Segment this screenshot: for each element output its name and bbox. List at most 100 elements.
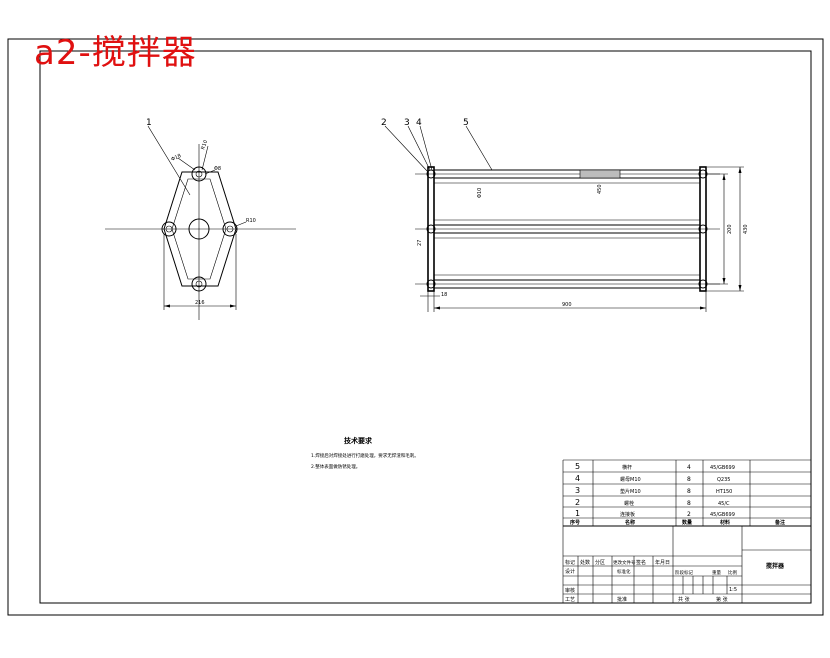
bolt-hole-top-inner [195,170,203,178]
bolt-hole-bottom [191,276,207,292]
leader-5 [465,125,493,171]
leader-1 [147,125,191,196]
bom-mat-1: 45/GB699 [710,512,735,518]
bom-qty-3: 8 [687,488,691,495]
bom-mat-3: HT150 [716,489,732,495]
bolt-hole-left-inner [165,225,173,233]
rod-top [433,169,701,179]
bom-row-5: 5 横杆 4 45/GB699 [575,462,735,471]
bolt-hole-right [222,221,238,237]
rev-h-file: 更改文件号 [613,559,636,566]
tb-total: 共 张 [678,596,690,603]
bom-h-material: 材料 [720,519,730,526]
dim-r-right: R10 [246,218,256,224]
tb-design: 设计 [565,568,575,575]
bom-name-1: 连接板 [620,511,635,518]
bom-name-2: 螺栓 [624,500,634,507]
arrow-h-outer-top [738,167,742,173]
title-grid [563,526,811,603]
tb-stage: 阶段标记 [675,569,693,576]
dim-width: 216 [195,300,205,306]
bom-name-5: 横杆 [622,464,632,471]
arrow-length-right [700,306,706,310]
balloon-3: 3 [404,118,410,128]
dim-h-inner: 200 [727,224,733,234]
leader-3 [407,125,431,171]
bom-name-3: 垫片M10 [620,488,641,495]
bom-no-3: 3 [575,486,580,495]
tech-req-line-1: 1.焊接后对焊接处进行打磨处理，要求无焊渣和毛刺。 [311,452,419,459]
balloon-2: 2 [381,118,387,128]
hatched-section [579,169,621,179]
bom-qty-1: 2 [687,511,691,518]
rev-h-count: 处数 [580,559,590,566]
bolt-hole-top [191,166,207,182]
bom-qty-2: 8 [687,500,691,507]
bom-mat-4: Q235 [717,477,730,483]
leader-d-top2 [204,169,216,175]
arrow-h-inner-bot [722,278,726,284]
nut-left-mid [426,224,436,234]
bom-row-1: 1 连接板 2 45/GB699 [575,509,735,518]
bom-h-qty: 数量 [682,519,692,526]
bolt-hole-left [161,221,177,237]
tech-req-heading: 技术要求 [344,436,373,445]
bom-name-4: 螺母M10 [620,476,641,483]
leader-2 [384,125,429,173]
dim-plate-h: 450 [597,184,603,194]
arrow-width-left [164,304,170,308]
dim-r-top: R10 [200,139,209,150]
right-view: 2 3 4 5 Φ10 450 27 18 900 200 430 [381,118,749,312]
tb-scale: 1:5 [729,587,737,593]
nut-left-bot [426,279,436,289]
bom-row-3: 3 垫片M10 8 HT150 [575,486,732,495]
drawing-title: a2-搅拌器 [34,33,197,73]
bolt-hole-bottom-inner [195,280,203,288]
dim-d-top2: Φ8 [214,166,221,172]
bom-grid [562,459,811,603]
bom-no-2: 2 [575,498,580,507]
dim-end-gap: 18 [441,292,447,298]
arrow-h-outer-bot [738,285,742,291]
bom-mat-5: 45/GB699 [710,465,735,471]
tb-weight: 重量 [712,569,721,576]
bom-header: 序号 名称 数量 材料 备注 [569,519,785,526]
rev-h-date: 年月日 [655,559,670,566]
left-view: 1 Φ18 R10 Φ8 R10 216 [105,118,296,320]
bom-no-4: 4 [575,474,580,483]
bom-table: 5 横杆 4 45/GB699 4 螺母M10 8 Q235 3 垫片M10 8… [562,459,811,603]
nut-right-mid [698,224,708,234]
dim-d-top: Φ18 [170,153,182,163]
leader-r-right [235,221,247,227]
bom-qty-5: 4 [687,464,691,471]
bom-no-1: 1 [575,509,580,518]
center-hole [188,218,210,240]
bom-row-2: 2 螺栓 8 45/C [575,498,730,507]
bom-h-remark: 备注 [774,519,785,526]
leader-r-top [201,145,209,171]
arrow-width-right [230,304,236,308]
rod-mid [433,224,701,234]
technical-requirements: 技术要求 1.焊接后对焊接处进行打磨处理，要求无焊渣和毛刺。 2.整体表面做防锈… [311,436,419,470]
title-block: 搅拌器 标记 处数 分区 更改文件号 签名 年月日 设计 标准化 阶段标记 重量… [563,526,811,603]
rod-bottom [433,279,701,289]
bolt-hole-right-inner [226,225,234,233]
leader-d-top [177,157,196,171]
tb-approve: 批准 [617,596,627,603]
inner-border [39,50,812,604]
balloon-4: 4 [416,118,422,128]
dim-offset: 27 [417,240,423,246]
tb-scale-h: 比例 [728,569,737,576]
bom-qty-4: 8 [687,476,691,483]
balloon-5: 5 [463,118,469,128]
dim-rod-dia: Φ10 [477,188,483,198]
leader-4 [419,125,433,171]
balloon-1: 1 [146,118,152,128]
bom-row-4: 4 螺母M10 8 Q235 [575,474,730,483]
rev-h-zone: 分区 [595,559,605,566]
dim-h-outer: 430 [743,224,749,234]
outer-border [7,38,824,616]
arrow-length-left [434,306,440,310]
